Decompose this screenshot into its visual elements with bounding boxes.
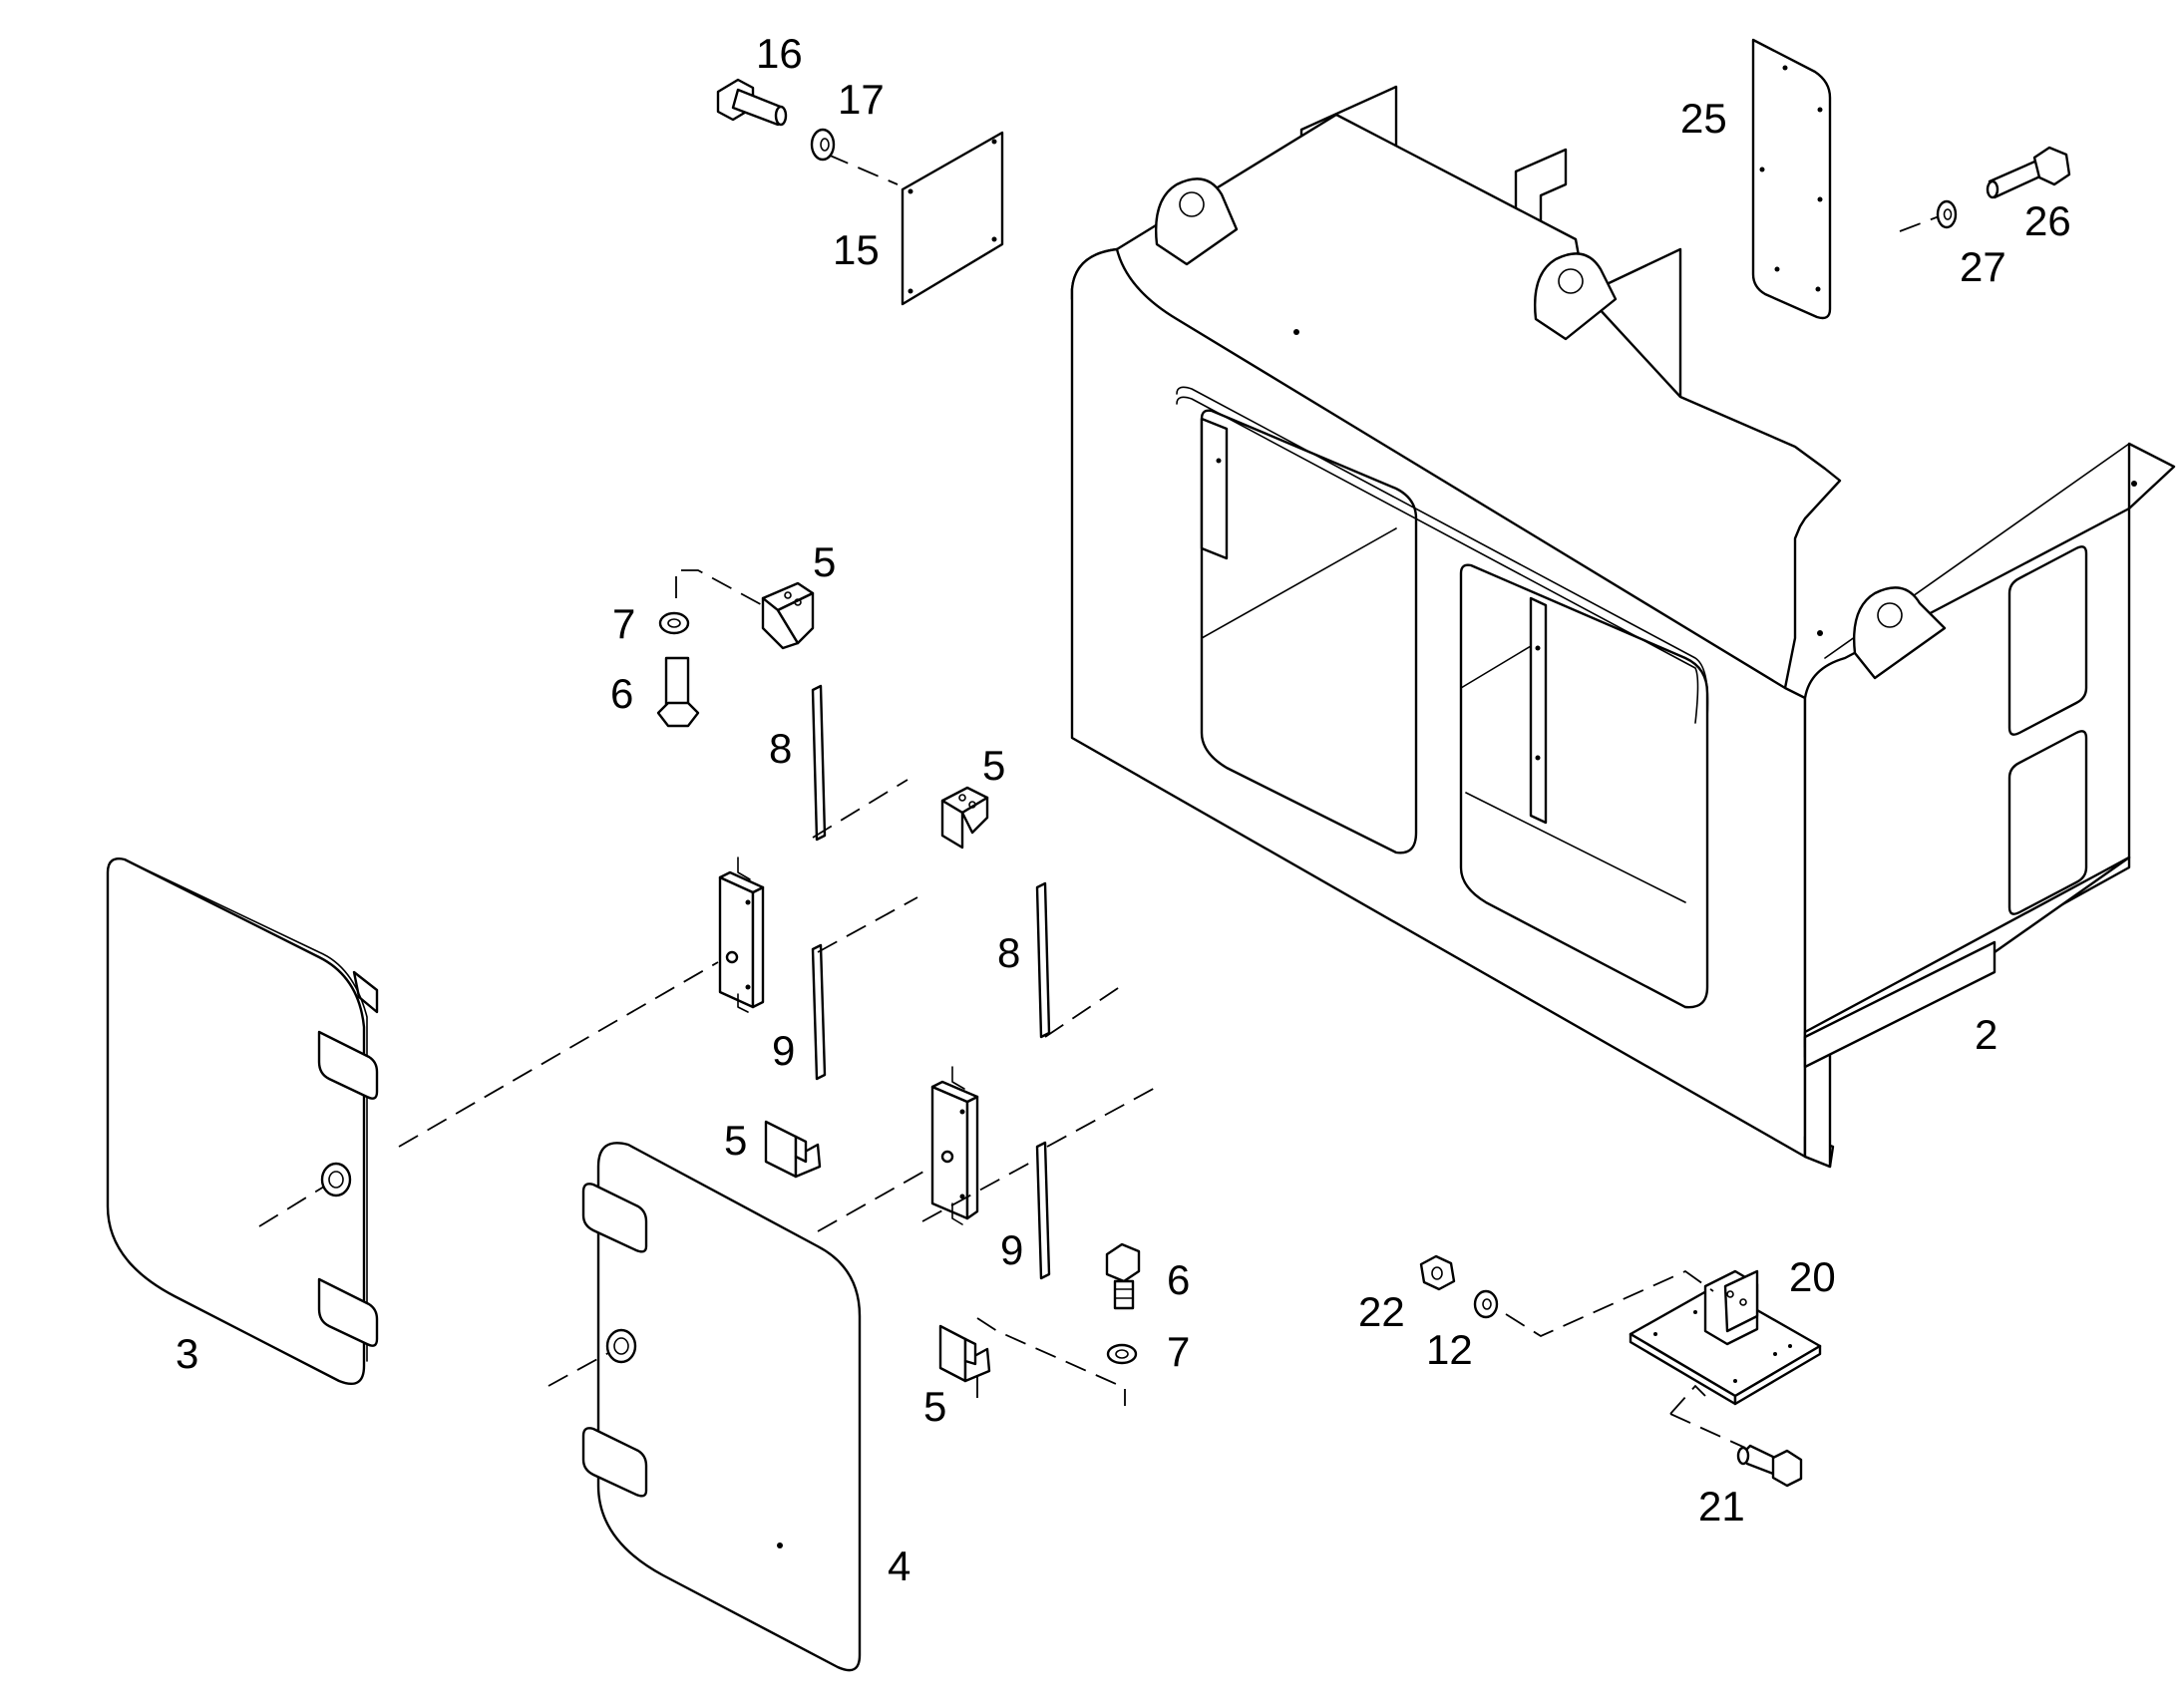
callout-22: 22 [1358,1288,1405,1335]
seal-strip-8-upper [811,684,827,842]
cover-plate-25 [1751,38,1832,320]
seal-strip-9-upper [811,943,827,1081]
seal-strip-8-lower [1035,881,1051,1039]
callout-6a: 6 [610,670,633,717]
washer-17 [810,128,836,162]
callout-5d: 5 [923,1383,946,1430]
door-4 [581,1142,862,1672]
washer-7-lower [1106,1343,1138,1365]
callout-15: 15 [833,226,880,273]
bracket-5-mid [940,786,989,850]
callout-3: 3 [176,1330,198,1377]
callout-17: 17 [838,76,885,123]
callout-5b: 5 [982,742,1005,789]
callout-8a: 8 [769,725,792,772]
bolt-21 [1736,1444,1803,1488]
callout-8b: 8 [997,929,1020,976]
hinge-lower [930,1066,979,1225]
washer-27 [1936,199,1958,229]
callout-7a: 7 [612,600,635,647]
callout-27: 27 [1960,243,2006,290]
callout-labels: 2 3 4 5 5 5 5 6 6 7 7 8 8 9 9 12 15 16 1… [176,30,2071,1589]
cover-plate-15 [901,131,1004,306]
callout-7b: 7 [1167,1328,1190,1375]
washer-7-upper [658,611,690,635]
bolt-6-upper [656,656,700,728]
callout-25: 25 [1680,95,1727,142]
bracket-5-low-left [764,1120,822,1179]
callout-2: 2 [1975,1011,1998,1058]
callout-26: 26 [2024,197,2071,244]
door-3 [106,857,379,1386]
nut-22 [1419,1254,1456,1291]
callout-9a: 9 [772,1027,795,1074]
callout-4: 4 [888,1542,910,1589]
mount-plate-20 [1629,1269,1822,1406]
bracket-5-bottom [938,1324,991,1383]
housing-frame [1070,85,2176,1169]
callout-9b: 9 [1000,1226,1023,1273]
bracket-5-top [761,581,815,650]
callout-6b: 6 [1167,1256,1190,1303]
callout-5c: 5 [724,1117,747,1164]
bolt-6-lower [1105,1242,1141,1310]
callout-20: 20 [1789,1253,1836,1300]
callout-16: 16 [756,30,803,77]
bolt-16 [716,78,788,127]
hinge-upper [718,856,765,1013]
callout-5a: 5 [813,538,836,585]
washer-12 [1473,1289,1499,1319]
callout-21: 21 [1698,1483,1745,1530]
callout-12: 12 [1426,1326,1473,1373]
seal-strip-9-lower [1035,1141,1051,1280]
bolt-26 [1986,146,2071,199]
